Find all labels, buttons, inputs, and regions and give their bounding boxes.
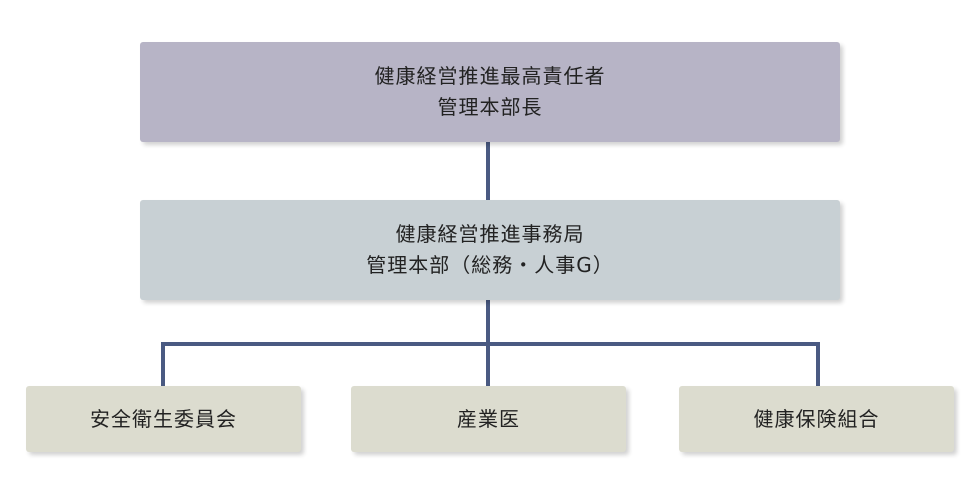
connector-middle-to-bus	[486, 300, 490, 346]
box-safety-health-committee-label: 安全衛生委員会	[90, 406, 237, 431]
box-health-insurance-union: 健康保険組合	[679, 386, 954, 452]
box-chief-officer-subtitle: 管理本部長	[437, 95, 543, 119]
box-health-insurance-union-label: 健康保険組合	[753, 406, 880, 431]
box-secretariat-subtitle: 管理本部（総務・人事G）	[366, 253, 614, 277]
connector-drop-center	[486, 342, 490, 386]
box-industrial-physician: 産業医	[351, 386, 626, 452]
connector-drop-left	[161, 342, 165, 386]
box-secretariat-title: 健康経営推進事務局	[395, 222, 585, 246]
box-chief-officer: 健康経営推進最高責任者 管理本部長	[140, 42, 840, 142]
connector-horizontal-bus	[161, 342, 820, 346]
connector-top-to-middle	[486, 142, 490, 200]
box-industrial-physician-label: 産業医	[457, 406, 520, 431]
box-chief-officer-title: 健康経営推進最高責任者	[374, 64, 606, 88]
connector-drop-right	[816, 342, 820, 386]
box-secretariat: 健康経営推進事務局 管理本部（総務・人事G）	[140, 200, 840, 300]
box-safety-health-committee: 安全衛生委員会	[26, 386, 301, 452]
